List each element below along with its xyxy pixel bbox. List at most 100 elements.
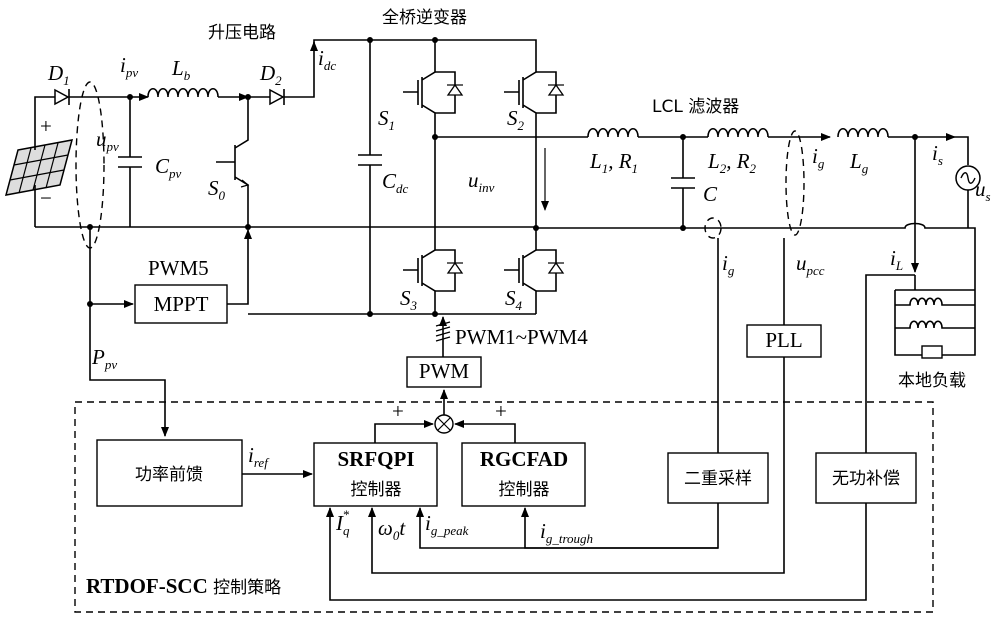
local-load-label: 本地负载 xyxy=(898,371,966,391)
l2-inductor xyxy=(707,127,769,138)
d2-diode xyxy=(269,88,285,106)
upcc-sensor-ellipse xyxy=(785,130,805,236)
pwm-bus-label: PWM1~PWM4 xyxy=(455,325,588,349)
ac-bottom-rail xyxy=(536,222,968,229)
mppt-block xyxy=(134,284,228,324)
iref-label: iref xyxy=(248,443,270,470)
strategy-label: RTDOF-SCC 控制策略 xyxy=(86,574,281,598)
mppt-text: MPPT xyxy=(154,292,209,316)
ig-peak-label: ig_peak xyxy=(425,511,469,538)
lg-inductor xyxy=(837,127,889,138)
c-capacitor xyxy=(671,137,695,228)
s0-emitter-arrow xyxy=(240,179,250,188)
node-cdc-top xyxy=(367,37,373,43)
cdc-label: Cdc xyxy=(382,169,409,196)
node-s3-bottom xyxy=(432,311,438,317)
pwm-block xyxy=(406,356,482,388)
ig-peak-feedback xyxy=(416,507,718,549)
s0-label: S0 xyxy=(208,176,226,203)
w0t-label: ω0t xyxy=(378,516,406,543)
d2-label: D2 xyxy=(259,61,282,88)
lb-inductor xyxy=(147,87,219,98)
pv-panel-icon xyxy=(4,139,74,196)
l2r2-label: L2, R2 xyxy=(707,149,757,176)
s2-label: S2 xyxy=(507,106,525,133)
grid-top-wire xyxy=(955,136,969,165)
srfqpi-to-sum xyxy=(374,420,434,445)
ig-label: ig xyxy=(812,144,825,171)
s1-label: S1 xyxy=(378,106,395,133)
l1r1-label: L1, R1 xyxy=(589,149,638,176)
rgcfad-subtext: 控制器 xyxy=(499,480,550,500)
summing-cross xyxy=(437,417,451,431)
rgcfad-to-sum xyxy=(454,420,516,445)
iq-feedback xyxy=(326,503,867,601)
pwm5-signal xyxy=(227,229,252,305)
s4-label: S4 xyxy=(505,286,523,313)
pll-block xyxy=(746,324,822,358)
sum-plus-left: + xyxy=(392,399,404,423)
rgcfad-block xyxy=(461,442,586,507)
uinv-label: uinv xyxy=(468,168,495,195)
srfqpi-block xyxy=(313,442,438,507)
s0-transistor xyxy=(216,97,249,227)
is-label: is xyxy=(932,141,943,168)
pv-minus-sign: − xyxy=(40,186,52,210)
w0t-feedback xyxy=(368,357,785,574)
s1-igbt xyxy=(403,65,464,137)
cpv-label: Cpv xyxy=(155,154,182,181)
c-label: C xyxy=(703,182,718,206)
node-cdc-bottom xyxy=(367,311,373,317)
pll-text: PLL xyxy=(765,328,802,352)
d1-label: D1 xyxy=(47,61,70,88)
pwm-bus-ticks xyxy=(435,321,451,342)
ppv-label: Ppv xyxy=(91,345,117,372)
lb-label: Lb xyxy=(171,56,191,83)
node-leg-a xyxy=(432,134,438,140)
node-cpv-top xyxy=(127,94,133,100)
lcl-title: LCL 滤波器 xyxy=(652,97,739,117)
s4-igbt xyxy=(504,228,565,314)
node-s0-bottom xyxy=(245,224,251,230)
cdc-capacitor xyxy=(358,40,382,314)
control-strategy-frame xyxy=(74,401,934,613)
node-leg-b xyxy=(533,225,539,231)
sum-plus-right: + xyxy=(495,399,507,423)
load-frame xyxy=(894,227,976,356)
s3-label: S3 xyxy=(400,286,418,313)
pv-plus-sign: + xyxy=(40,114,52,138)
pwm5-label: PWM5 xyxy=(148,256,209,280)
il-to-reactive xyxy=(865,274,915,453)
node-c-top xyxy=(680,134,686,140)
d1-diode xyxy=(54,88,70,106)
inverter-top-rail xyxy=(395,39,537,65)
power-ff-block xyxy=(96,439,243,507)
ppv-line xyxy=(89,304,169,437)
pv-top-wire xyxy=(34,96,55,150)
upcc-label: upcc xyxy=(796,251,825,278)
iq-label: Iq* xyxy=(335,507,350,538)
dc-rail xyxy=(284,39,370,98)
cpv-capacitor xyxy=(118,97,142,227)
rgcfad-text: RGCFAD xyxy=(480,447,568,471)
upv-sensor-ellipse xyxy=(75,81,105,249)
local-load-icon xyxy=(895,297,975,359)
ig2-label: ig xyxy=(722,251,735,278)
s2-igbt xyxy=(504,65,565,228)
ig-trough-label: ig_trough xyxy=(540,519,593,546)
srfqpi-text: SRFQPI xyxy=(337,447,414,471)
s3-igbt xyxy=(403,137,464,314)
srfqpi-subtext: 控制器 xyxy=(351,480,402,500)
inverter-title: 全桥逆变器 xyxy=(382,8,467,28)
il-label: iL xyxy=(890,246,903,273)
pwm-text: PWM xyxy=(419,359,470,383)
us-label: us xyxy=(975,177,991,204)
dual-sampling-text: 二重采样 xyxy=(684,469,752,489)
power-ff-text: 功率前馈 xyxy=(135,465,203,485)
node-s1-top xyxy=(432,37,438,43)
reactive-comp-text: 无功补偿 xyxy=(832,469,900,489)
boost-title: 升压电路 xyxy=(208,23,276,43)
upv-label: upv xyxy=(96,127,119,154)
lg-label: Lg xyxy=(849,149,869,176)
